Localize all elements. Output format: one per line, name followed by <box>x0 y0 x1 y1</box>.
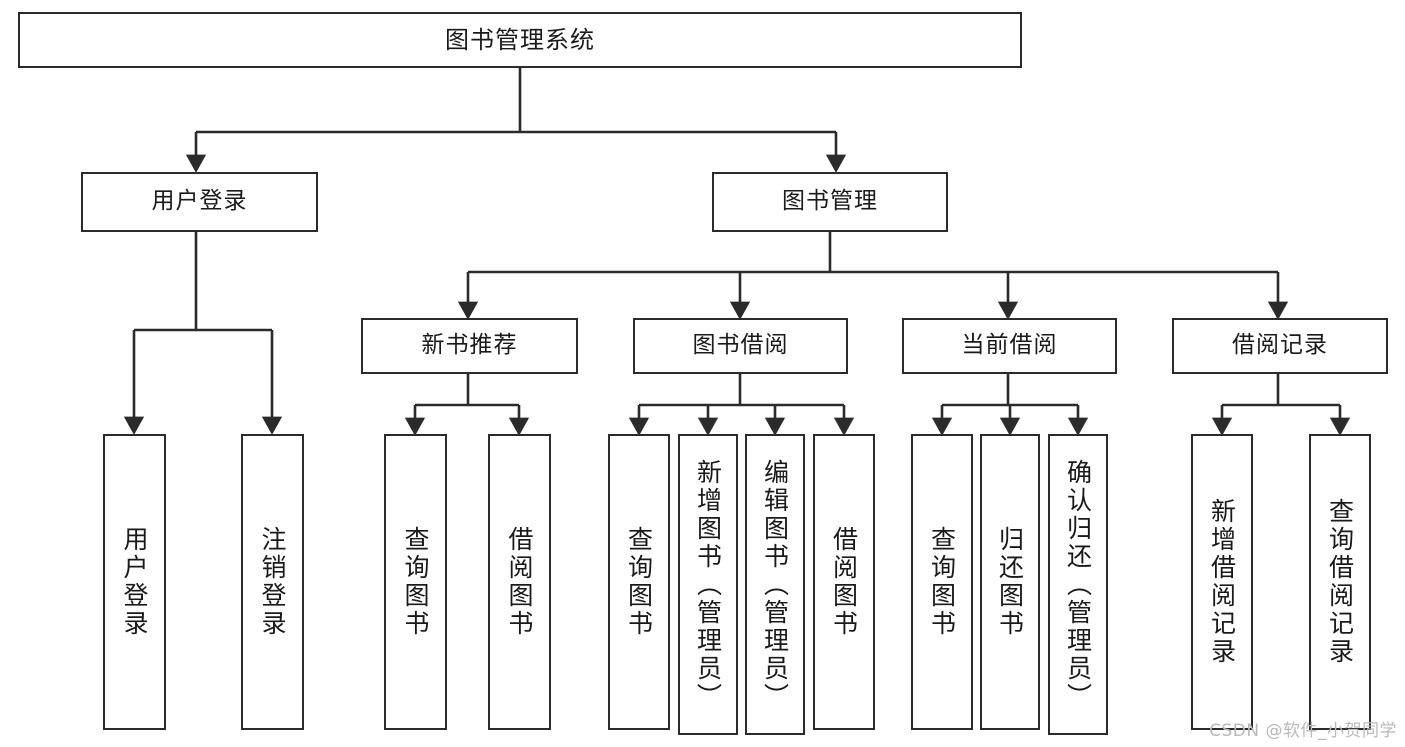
node-label: 归还图书 <box>995 526 1025 638</box>
node-borrow-record[interactable]: 借阅记录 <box>1172 318 1388 374</box>
node-label: 图书管理系统 <box>445 25 595 54</box>
node-label: 新书推荐 <box>421 332 518 359</box>
leaf-cb-query-book[interactable]: 查询图书 <box>911 434 973 730</box>
node-label: 查询图书 <box>624 526 654 638</box>
node-label: 图书借阅 <box>692 332 789 359</box>
node-label: 编辑图书（管理员） <box>760 458 790 711</box>
leaf-br-add-record[interactable]: 新增借阅记录 <box>1191 434 1253 730</box>
node-label: 新增借阅记录 <box>1207 498 1237 666</box>
node-current-borrow[interactable]: 当前借阅 <box>902 318 1117 374</box>
leaf-user-login[interactable]: 用户登录 <box>103 434 166 730</box>
node-root-book-management-system[interactable]: 图书管理系统 <box>18 12 1022 68</box>
leaf-bb-borrow-book[interactable]: 借阅图书 <box>813 434 875 730</box>
node-label: 借阅记录 <box>1232 332 1328 359</box>
leaf-br-query-record[interactable]: 查询借阅记录 <box>1309 434 1371 730</box>
node-label: 注销登录 <box>258 526 287 638</box>
node-label: 查询图书 <box>927 526 957 638</box>
node-label: 借阅图书 <box>505 526 534 638</box>
node-label: 当前借阅 <box>961 332 1058 359</box>
node-label: 查询图书 <box>401 526 430 638</box>
leaf-bb-add-book-admin[interactable]: 新增图书（管理员） <box>678 434 738 735</box>
leaf-cb-confirm-return-admin[interactable]: 确认归还（管理员） <box>1048 434 1108 735</box>
leaf-logout[interactable]: 注销登录 <box>241 434 304 730</box>
node-book-management[interactable]: 图书管理 <box>712 172 948 232</box>
node-label: 查询借阅记录 <box>1325 498 1355 666</box>
node-label: 用户登录 <box>151 188 248 215</box>
node-user-login[interactable]: 用户登录 <box>81 172 318 232</box>
csdn-watermark: CSDN @软件_小贺同学 <box>1209 721 1397 741</box>
node-book-borrow[interactable]: 图书借阅 <box>633 318 848 374</box>
node-label: 新增图书（管理员） <box>693 458 723 711</box>
node-new-book-recommend[interactable]: 新书推荐 <box>361 318 578 374</box>
leaf-nb-borrow-book[interactable]: 借阅图书 <box>488 434 551 730</box>
leaf-cb-return-book[interactable]: 归还图书 <box>980 434 1040 730</box>
leaf-nb-query-book[interactable]: 查询图书 <box>384 434 447 730</box>
leaf-bb-query-book[interactable]: 查询图书 <box>608 434 670 730</box>
node-label: 确认归还（管理员） <box>1063 458 1093 711</box>
leaf-bb-edit-book-admin[interactable]: 编辑图书（管理员） <box>745 434 805 735</box>
node-label: 用户登录 <box>120 526 149 638</box>
node-label: 图书管理 <box>782 188 878 215</box>
node-label: 借阅图书 <box>829 526 859 638</box>
